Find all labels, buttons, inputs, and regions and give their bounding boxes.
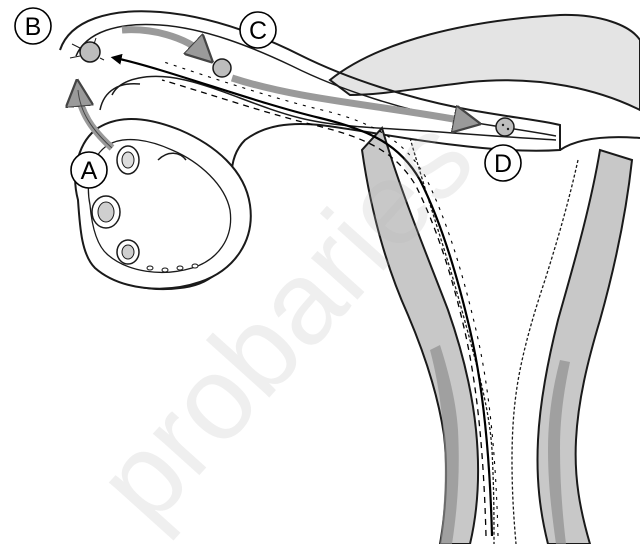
label-c-text: C <box>249 17 267 45</box>
label-a-text: A <box>81 157 98 185</box>
egg-cell-icon <box>496 118 514 136</box>
egg-cell-icon <box>213 59 231 77</box>
label-d-text: D <box>494 150 512 178</box>
label-a: A <box>71 152 107 188</box>
ovary <box>75 119 251 289</box>
broad-ligament <box>330 15 640 110</box>
label-b-text: B <box>25 13 42 41</box>
label-c: C <box>240 12 276 48</box>
label-b: B <box>15 8 51 44</box>
label-d: D <box>485 145 521 181</box>
